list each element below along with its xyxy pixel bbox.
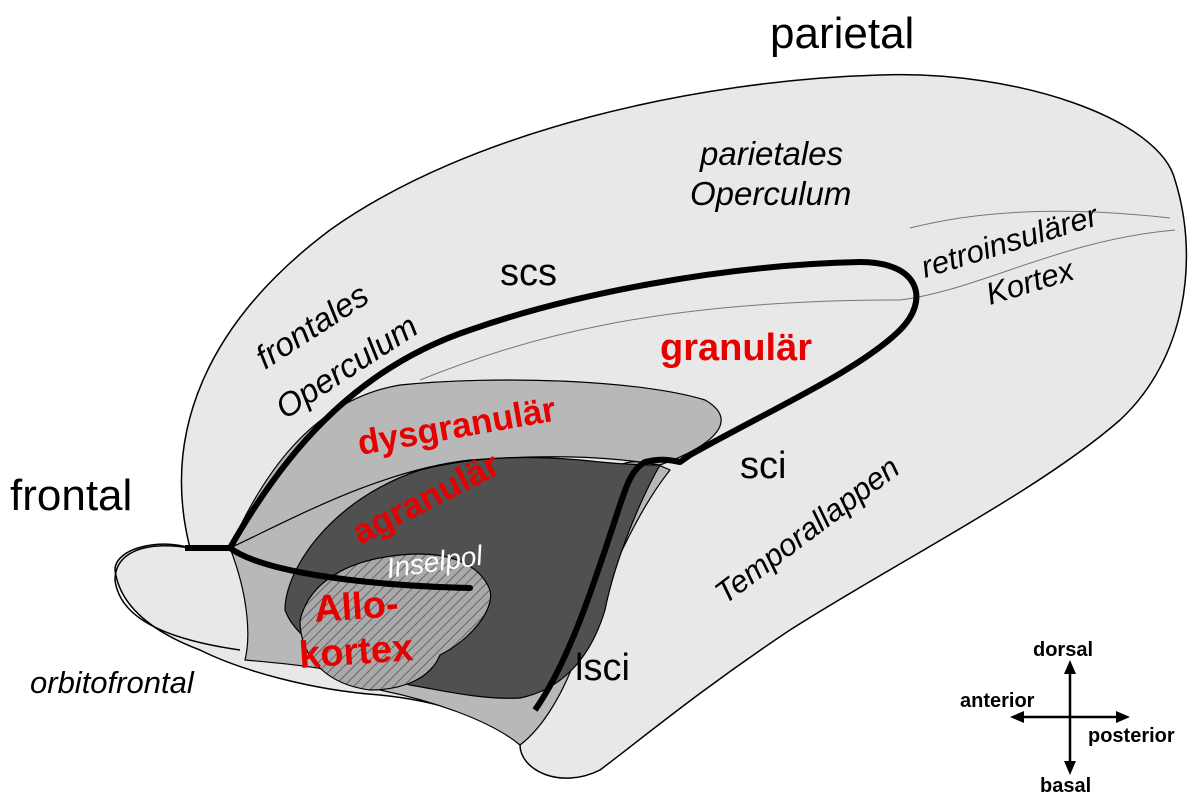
label-kortex: kortex (298, 627, 415, 677)
arrow-left-icon (1010, 711, 1024, 723)
label-granular: granulär (660, 327, 812, 369)
label-sci: sci (740, 445, 786, 487)
label-scs: scs (500, 252, 557, 294)
label-posterior: posterior (1088, 725, 1175, 747)
label-dorsal: dorsal (1033, 639, 1093, 661)
label-basal: basal (1040, 775, 1091, 795)
label-orbitofrontal: orbitofrontal (30, 665, 195, 700)
label-frontal: frontal (10, 471, 132, 520)
label-parietal: parietal (770, 9, 914, 58)
label-anterior: anterior (960, 690, 1035, 712)
label-parietales-operculum-2: Operculum (690, 175, 851, 212)
arrow-down-icon (1064, 761, 1076, 775)
label-allo: Allo- (313, 583, 400, 631)
label-parietales-operculum-1: parietales (699, 135, 843, 172)
label-lsci: lsci (575, 647, 630, 689)
arrow-up-icon (1064, 660, 1076, 674)
arrow-right-icon (1116, 711, 1130, 723)
orientation-compass: dorsal basal anterior posterior (960, 639, 1175, 795)
